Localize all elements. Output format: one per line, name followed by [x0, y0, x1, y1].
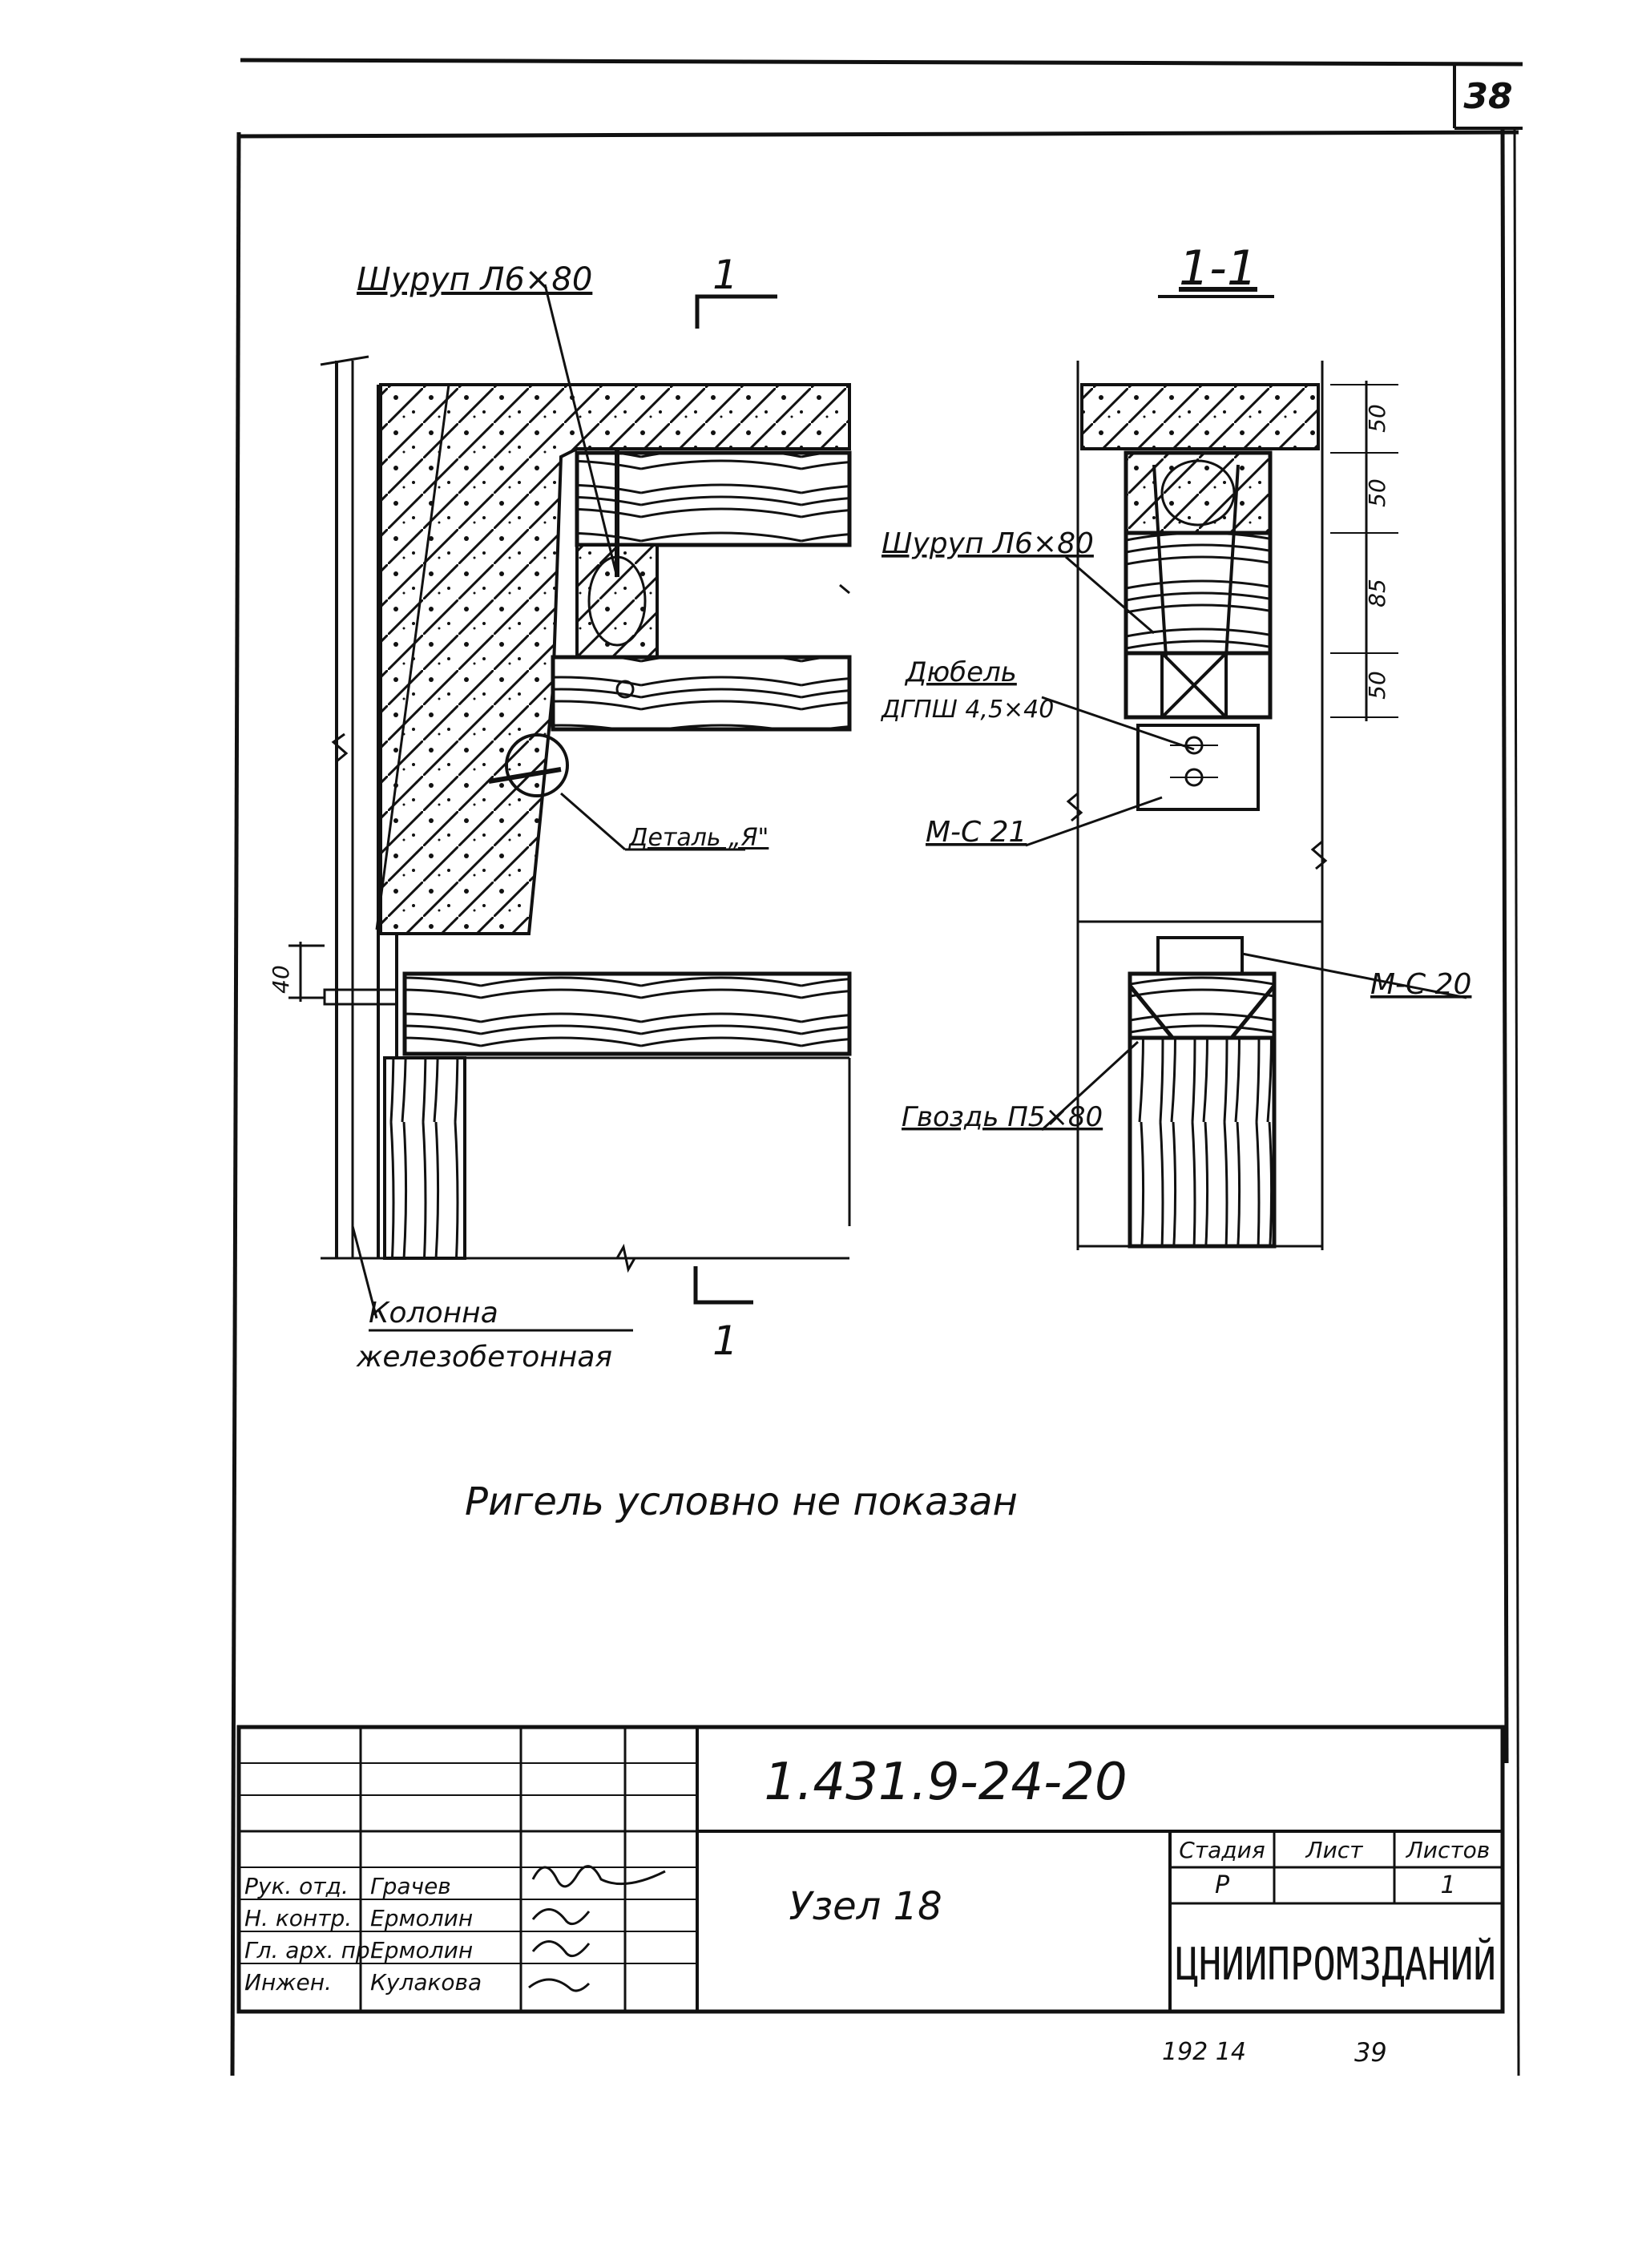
bolt-icon — [615, 680, 635, 699]
dim-section-1: 50 — [1364, 404, 1390, 433]
col-sheet: Лист — [1305, 1837, 1364, 1863]
organization: ЦНИИПРОМЗДАНИЙ — [1176, 1938, 1496, 1991]
dim-section-2: 50 — [1364, 478, 1390, 507]
label-nail: Гвоздь П5×80 — [902, 1101, 1103, 1133]
label-m21: М-С 21 — [926, 816, 1027, 849]
name-2: Ермолин — [370, 1905, 473, 1931]
section-wood-middle — [1124, 531, 1273, 656]
sheet-frame — [230, 58, 1523, 2076]
stage-value: Р — [1215, 1871, 1230, 1899]
label-dowel-line2: ДГПШ 4,5×40 — [880, 696, 1054, 724]
label-column-line1: Колонна — [369, 1297, 498, 1330]
name-1: Грачев — [370, 1873, 451, 1899]
section-mark-top — [695, 294, 777, 329]
concrete-slab — [379, 383, 851, 935]
wood-post — [383, 1056, 466, 1260]
name-4: Кулакова — [370, 1969, 482, 1996]
dim-section-4: 50 — [1364, 671, 1390, 700]
label-screw-section: Шуруп Л6×80 — [882, 527, 1094, 560]
wood-beam-top — [575, 450, 852, 547]
section-beam-lower — [1128, 971, 1277, 1040]
section-post — [1128, 1035, 1277, 1249]
label-detail: Деталь „Я" — [627, 824, 769, 852]
sheets-value: 1 — [1440, 1871, 1455, 1899]
wood-beam-middle — [551, 655, 852, 732]
elevation-view: 40 1 1 — [268, 252, 852, 1364]
signatures — [528, 1865, 666, 1992]
section-mark-bottom — [693, 1266, 753, 1305]
section-plate-m20 — [1156, 936, 1244, 975]
role-2: Н. контр. — [244, 1905, 352, 1931]
role-1: Рук. отд. — [244, 1873, 349, 1899]
note-text: Ригель условно не показан — [465, 1479, 1018, 1524]
footer-right: 39 — [1354, 2037, 1387, 2068]
page-number: 38 — [1463, 76, 1512, 117]
title-block — [236, 1725, 1505, 2014]
doc-code: 1.431.9-24-20 — [764, 1753, 1127, 1812]
col-stage: Стадия — [1179, 1837, 1265, 1863]
name-3: Ермолин — [370, 1937, 473, 1963]
screw-leader — [543, 284, 619, 578]
role-4: Инжен. — [244, 1969, 332, 1996]
wood-beam-lower — [402, 971, 852, 1056]
label-column-line2: железобетонная — [356, 1341, 612, 1374]
dim-section-3: 85 — [1364, 579, 1390, 607]
section-mark-top-label: 1 — [712, 252, 738, 298]
section-title: 1-1 — [1179, 240, 1257, 297]
role-3: Гл. арх. пр. — [244, 1937, 377, 1963]
node-title: Узел 18 — [789, 1884, 942, 1929]
section-wood-bottom — [1124, 651, 1273, 720]
label-dowel-line1: Дюбель — [904, 656, 1017, 688]
dim-left: 40 — [268, 965, 294, 994]
detail-circle — [505, 733, 569, 797]
section-mark-bottom-label: 1 — [712, 1318, 738, 1364]
section-concrete-slab — [1080, 383, 1320, 450]
section-wood-top — [1124, 450, 1273, 535]
label-screw-main: Шуруп Л6×80 — [357, 261, 592, 298]
col-sheets: Листов — [1406, 1837, 1491, 1863]
footer-left: 192 14 — [1162, 2038, 1246, 2066]
section-view: 1-1 50 50 — [1066, 240, 1398, 1250]
